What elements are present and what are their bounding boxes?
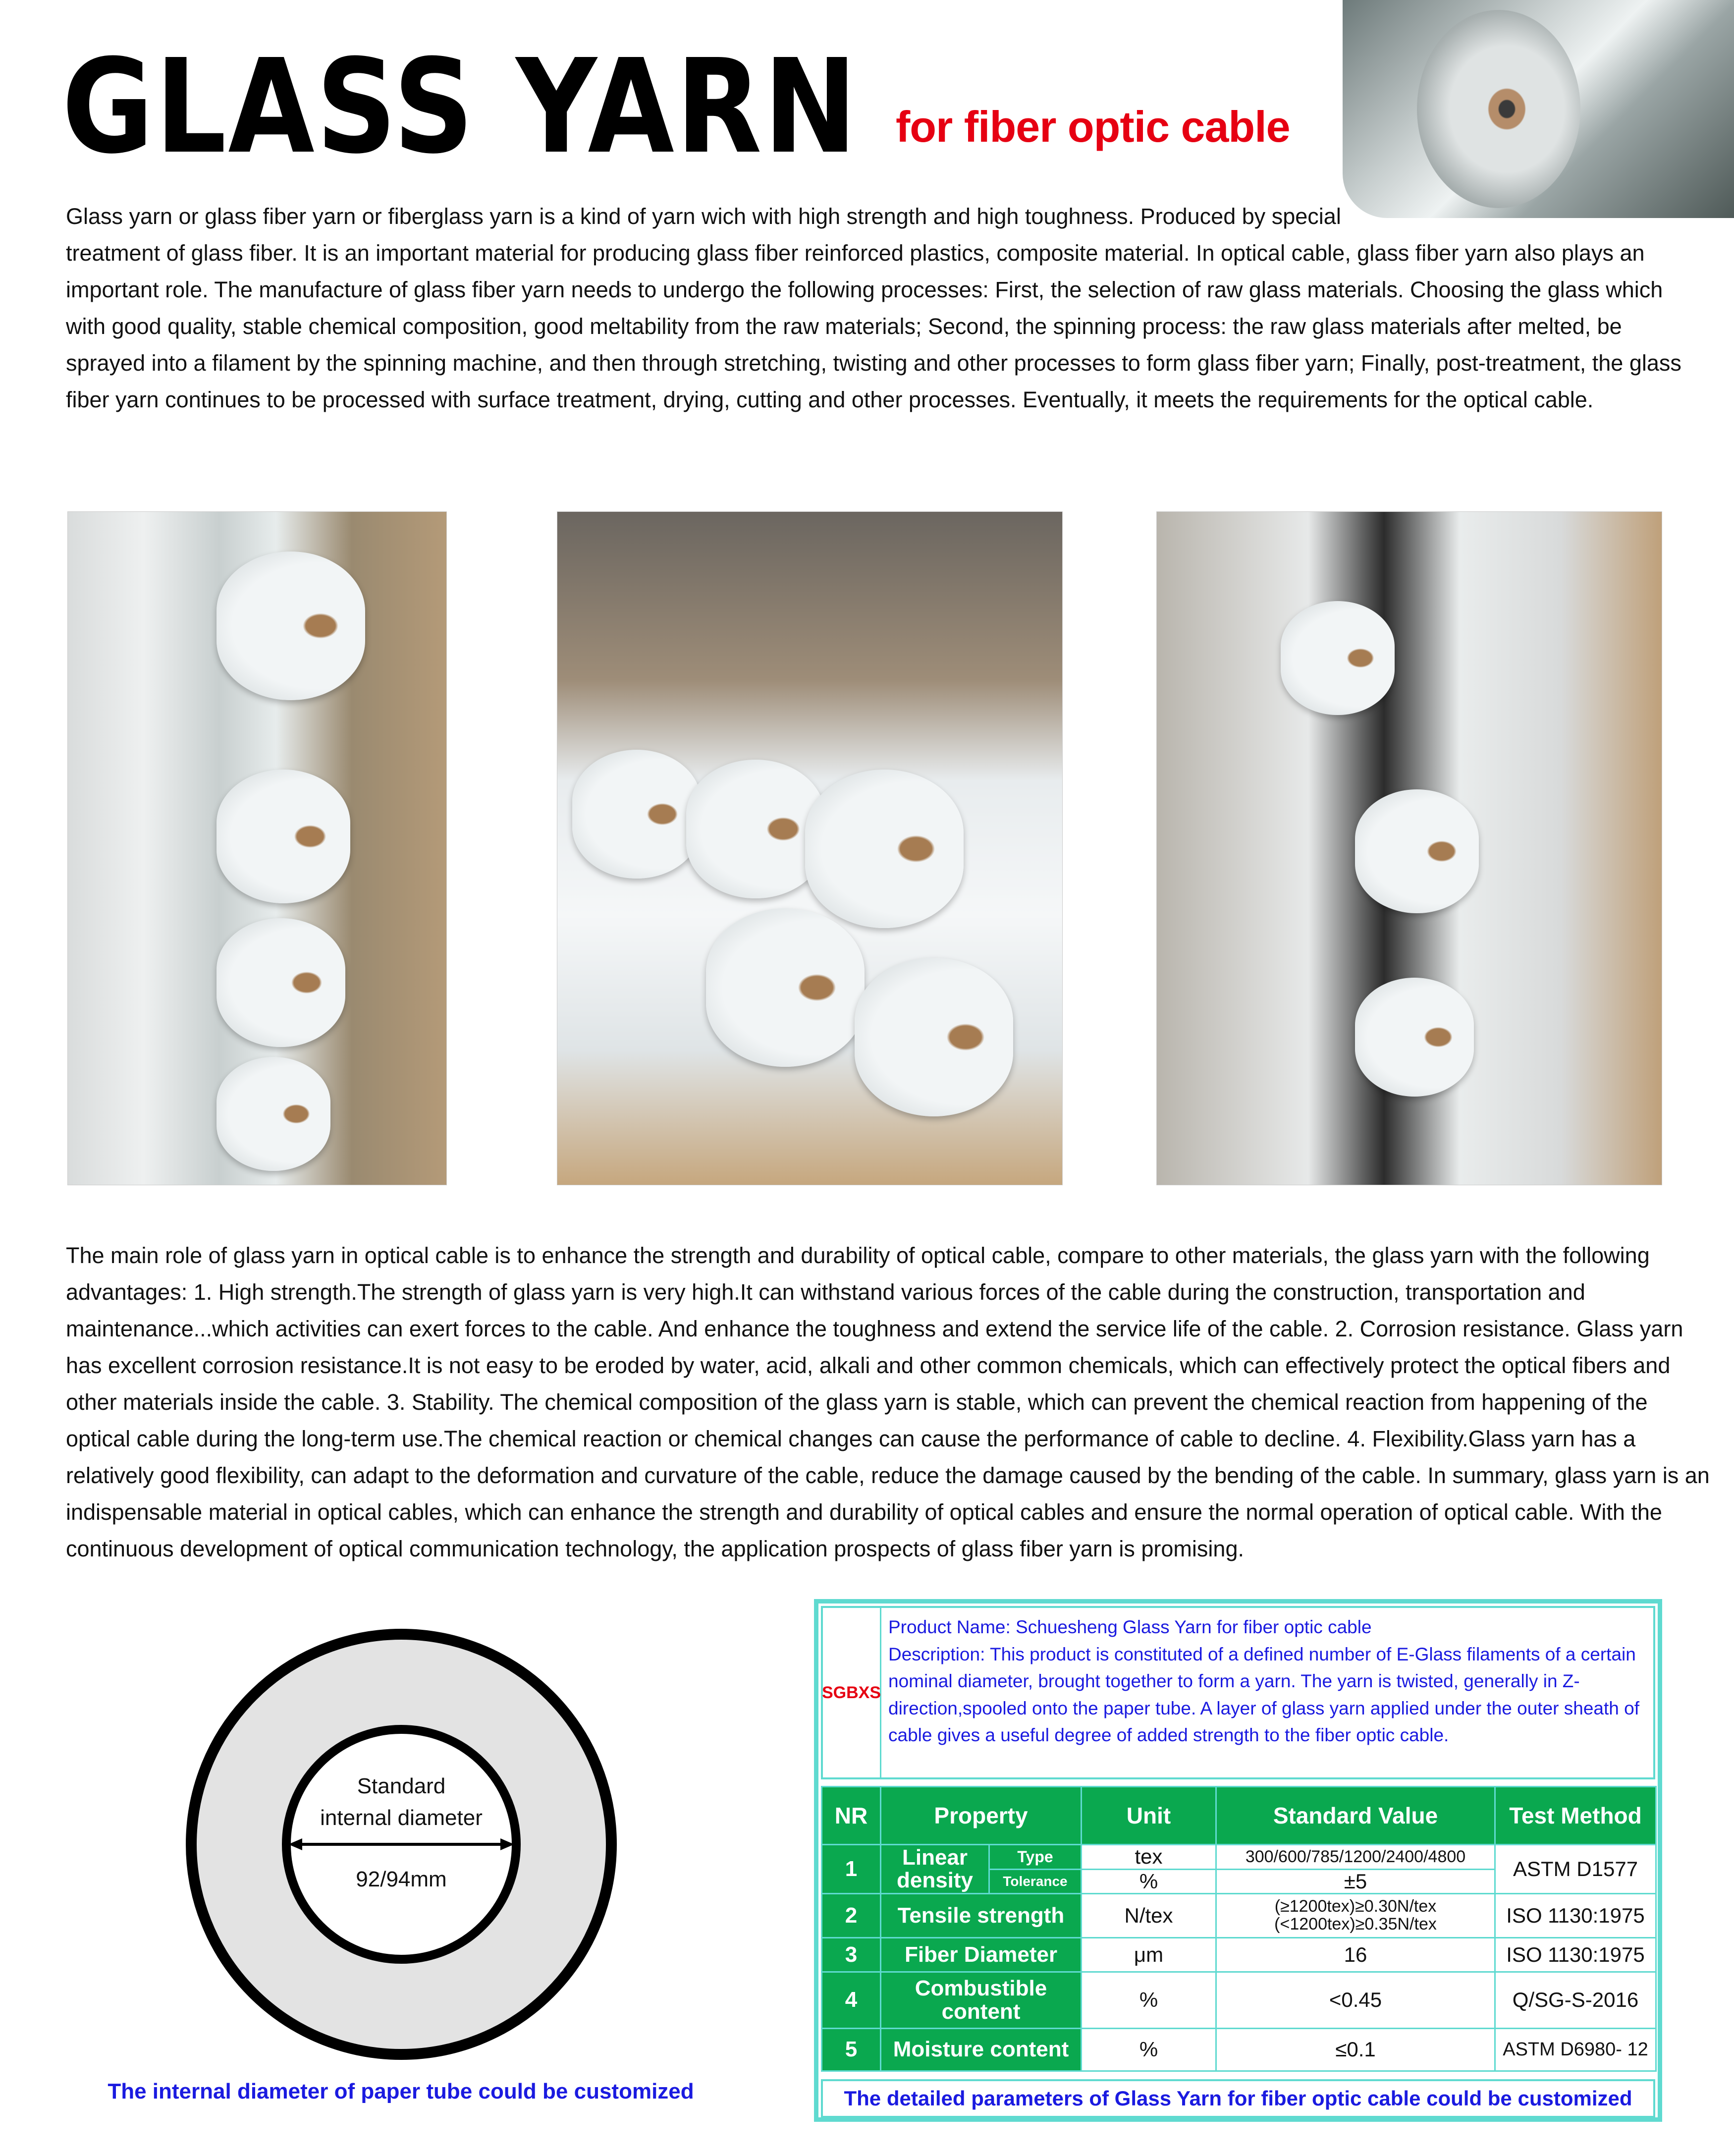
advantages-paragraph: The main role of glass yarn in optical c… [66,1243,1710,1561]
cell-subproperty: Tolerance [988,1869,1083,1894]
cell-unit: μm [1081,1937,1217,1973]
cell-method: ISO 1130:1975 [1494,1937,1657,1973]
cell-method: ASTM D6980- 12 [1494,2028,1657,2072]
header-standard-value: Standard Value [1215,1786,1496,1845]
value-line: (≥1200tex)≥0.30N/tex [1274,1897,1437,1916]
arrow-right-head-icon [500,1838,514,1850]
cell-property: Combustible content [879,1971,1083,2029]
product-description-box: SGBXS Product Name: Schuesheng Glass Yar… [821,1606,1655,1779]
table-row: 1 Linear density Type tex 300/600/785/12… [821,1844,1657,1894]
photo-yarn-pallet [557,511,1063,1185]
description-text: Description: This product is constituted… [888,1644,1639,1746]
cell-method: Q/SG-S-2016 [1494,1971,1657,2029]
table-header-row: NR Property Unit Standard Value Test Met… [821,1786,1657,1845]
cell-unit: % [1081,1869,1217,1894]
cell-value: <0.45 [1215,1971,1496,2029]
hero-yarn-spool-photo [1343,0,1734,218]
table-row: 2 Tensile strength N/tex (≥1200tex)≥0.30… [821,1893,1657,1938]
cell-unit: tex [1081,1844,1217,1870]
product-name: Product Name: Schuesheng Glass Yarn for … [888,1617,1372,1637]
header-test-method: Test Method [1494,1786,1657,1845]
cell-nr: 5 [821,2028,881,2072]
diagram-caption: The internal diameter of paper tube coul… [108,2079,694,2103]
paper-tube-diagram [186,1629,617,2060]
cell-nr: 2 [821,1893,881,1938]
cell-method: ISO 1130:1975 [1494,1893,1657,1938]
cell-method: ASTM D1577 [1494,1844,1657,1894]
table-row: 5 Moisture content % ≤0.1 ASTM D6980- 12 [821,2028,1657,2072]
cell-nr: 4 [821,1971,881,2029]
header-property: Property [879,1786,1083,1845]
table-row: 4 Combustible content % <0.45 Q/SG-S-201… [821,1971,1657,2029]
photo-winding-machine [67,511,447,1185]
arrow-left-head-icon [288,1838,302,1850]
cell-property: Linear density [880,1844,990,1894]
brand-logo: SGBXS [822,1608,881,1777]
header-nr: NR [821,1786,881,1845]
cell-unit: % [1081,1971,1217,2029]
cell-nr: 1 [821,1844,881,1894]
value-line: (<1200tex)≥0.35N/tex [1274,1915,1437,1934]
cell-nr: 3 [821,1937,881,1973]
cell-value: 16 [1215,1937,1496,1973]
spec-sheet: SGBXS Product Name: Schuesheng Glass Yar… [814,1599,1662,2122]
table-row: Tolerance % ±5 [822,1869,1656,1894]
cell-value: ±5 [1215,1869,1496,1894]
cell-value: ≤0.1 [1215,2028,1496,2072]
cell-property: Tensile strength [879,1893,1083,1938]
diagram-label-line1: Standard [357,1774,446,1798]
page-title: GLASS YARN [62,31,859,182]
cell-subproperty: Type [988,1844,1083,1870]
spec-footer-note: The detailed parameters of Glass Yarn fo… [821,2079,1655,2118]
diagram-label-line2: internal diameter [320,1806,483,1830]
intro-text: Glass yarn or glass fiber yarn or fiberg… [66,204,1681,412]
header-unit: Unit [1081,1786,1217,1845]
cell-unit: % [1081,2028,1217,2072]
cell-property: Moisture content [879,2028,1083,2072]
diagram-diameter-value: 92/94mm [356,1867,447,1891]
photo-twisting-machine [1156,511,1662,1185]
spec-table: NR Property Unit Standard Value Test Met… [821,1786,1657,2072]
cell-property: Fiber Diameter [879,1937,1083,1973]
intro-paragraph: Glass yarn or glass fiber yarn or fiberg… [66,198,1701,418]
table-row: 3 Fiber Diameter μm 16 ISO 1130:1975 [821,1937,1657,1973]
product-description: Product Name: Schuesheng Glass Yarn for … [881,1608,1653,1777]
cell-unit: N/tex [1081,1893,1217,1938]
cell-value: 300/600/785/1200/2400/4800 [1215,1844,1496,1870]
page-subtitle: for fiber optic cable [896,102,1291,151]
spool-image [1417,10,1580,208]
cell-value: (≥1200tex)≥0.30N/tex(<1200tex)≥0.35N/tex [1215,1893,1496,1938]
